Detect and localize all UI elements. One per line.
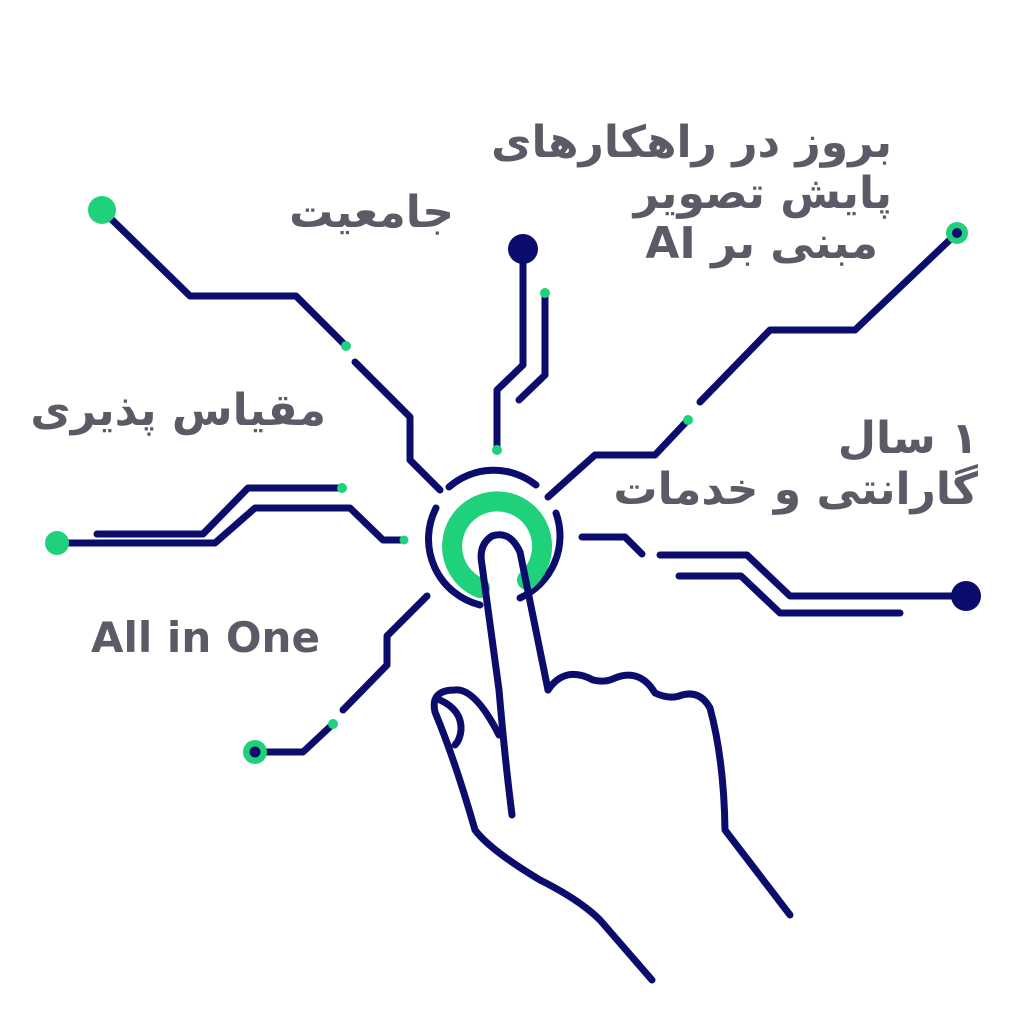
circuit-trace-icon <box>251 592 431 756</box>
circuit-trace-icon <box>493 245 549 454</box>
label-ai-updates-line2: پایش تصویر <box>633 167 892 219</box>
label-warranty-line2: گارانتی و خدمات <box>613 463 978 515</box>
trace-tip-icon <box>341 341 351 351</box>
touch-button-icon <box>442 491 553 598</box>
label-warranty-line1: ۱ سال <box>837 413 978 464</box>
trace-tip-icon <box>492 445 502 455</box>
circuit-trace-icon <box>544 229 961 501</box>
node-icon <box>88 196 116 224</box>
outer-ring-icon <box>445 466 540 491</box>
trace-tip-icon <box>540 288 550 298</box>
trace-tip-icon <box>399 535 409 545</box>
label-ai-updates-line3: مبنی بر AI <box>645 218 878 270</box>
node-icon <box>45 531 69 555</box>
node-icon <box>249 746 261 758</box>
trace-tip-icon <box>337 483 347 493</box>
trace-tip-icon <box>328 719 338 729</box>
trace-tip-icon <box>683 415 693 425</box>
node-icon <box>951 581 981 611</box>
outer-ring-icon <box>425 504 484 609</box>
pointing-hand-icon <box>430 531 794 984</box>
label-warranty: ۱ سال گارانتی و خدمات <box>613 413 978 515</box>
node-icon <box>952 228 962 238</box>
circuit-trace-icon <box>98 206 444 494</box>
label-scalability: مقیاس پذیری <box>30 385 326 436</box>
node-icon <box>508 234 538 264</box>
circuit-trace-icon <box>578 533 970 617</box>
circuit-trace-icon <box>53 484 408 547</box>
label-comprehensiveness: جامعیت <box>289 187 454 238</box>
label-ai-updates: بروز در راهکارهای پایش تصویر مبنی بر AI <box>491 117 892 270</box>
label-all-in-one: All in One <box>91 613 320 662</box>
label-ai-updates-line1: بروز در راهکارهای <box>491 117 892 168</box>
